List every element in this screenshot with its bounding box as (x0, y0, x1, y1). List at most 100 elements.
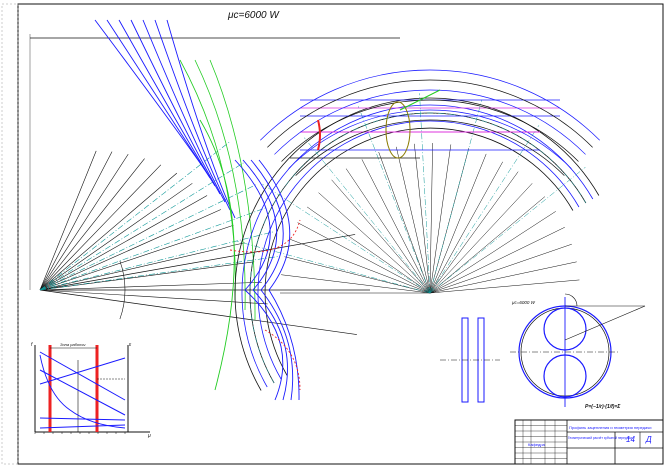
pinion-profile (258, 159, 300, 401)
wheel-circle (234, 97, 600, 391)
detail-arc (260, 69, 600, 141)
fan-ray (39, 234, 356, 291)
fan-ray (39, 195, 208, 291)
centre-ray (39, 142, 230, 291)
title-block-subtitle: Геометрический расчёт зубчатой передачи (568, 436, 632, 440)
tooth-profile-curve (130, 19, 221, 195)
wheel-ray (396, 146, 431, 294)
tooth-profile-curve (154, 19, 231, 211)
inset-title: μc=6000 W (512, 300, 535, 305)
centre-line (429, 99, 483, 294)
centre-line (429, 125, 540, 294)
wheel-ray (331, 179, 431, 294)
pinion-profile (250, 159, 294, 401)
wheel-ray (429, 196, 546, 294)
tooth-profile-curve (106, 19, 211, 179)
wheel-ray (361, 159, 431, 294)
fan-ray (39, 151, 113, 291)
pinion-profile (234, 159, 284, 401)
wheel-circle-blue (241, 104, 594, 388)
wheel-ray (297, 222, 431, 294)
wheel-ray (429, 279, 580, 294)
detail-arc (295, 119, 565, 176)
tooth-profile-curve (142, 19, 226, 203)
fan-ray (39, 242, 245, 291)
centre-ray (39, 184, 256, 291)
angle-arc (119, 260, 126, 320)
graph-curve (39, 424, 126, 429)
wheel-circle (249, 112, 587, 384)
tooth-profile-curve (94, 19, 206, 171)
wheel-ray (378, 151, 431, 294)
red-dashed-curve (264, 329, 301, 391)
fan-ray (39, 289, 357, 335)
pinion-profile (242, 159, 288, 401)
detail-arc (267, 79, 593, 148)
wheel-ray (284, 256, 431, 294)
fan-ray (39, 261, 255, 291)
graph-curve (39, 351, 126, 401)
inset-line (564, 305, 646, 341)
sheet-number: 14 (626, 435, 635, 444)
formula: P=(−1/r)·(1/f)=Σ (585, 404, 621, 410)
wheel-ray (429, 161, 503, 294)
graph-x-axis-label: μ (148, 433, 151, 439)
fan-ray (39, 183, 193, 291)
fan-ray (39, 224, 234, 291)
wheel-ray (429, 144, 452, 294)
wheel-ray (429, 183, 533, 294)
contact-zone (385, 101, 411, 159)
tooth-profile-curve (118, 19, 216, 187)
graph-left-axis-label: f (31, 342, 33, 348)
centre-ray (39, 162, 244, 291)
centre-ray (39, 207, 266, 291)
detail-arc (288, 109, 572, 169)
wheel-ray (429, 243, 572, 294)
fan-ray (39, 150, 97, 291)
graph-curve (39, 357, 126, 385)
wheel-ray (429, 153, 487, 294)
red-marker (317, 119, 321, 151)
wheel-ray (281, 274, 431, 294)
wheel-ray (429, 143, 433, 294)
title-block-org: Кафедра (528, 442, 545, 447)
pitch-circle (249, 112, 587, 384)
centre-line (262, 183, 431, 294)
title-block-header: Профиль зацепления и геометрия передачи (569, 425, 652, 430)
fan-ray (39, 158, 145, 291)
sheet-letter: Д (646, 435, 652, 444)
graph-curve (39, 417, 126, 421)
detail-arc (281, 99, 579, 162)
red-dashed-curve (229, 219, 301, 253)
wheel-ray (345, 168, 431, 294)
graph-curve (39, 354, 126, 429)
inset-arc (564, 293, 578, 307)
wheel-ray (429, 171, 519, 294)
centre-ray (39, 256, 278, 291)
wheel-ray (429, 227, 565, 294)
wheel-ray (414, 143, 431, 294)
fan-ray (39, 209, 222, 291)
green-line (399, 89, 441, 111)
binding-margin (1, 3, 19, 465)
wheel-ray (318, 192, 431, 294)
drawing-title: μc=6000 W (228, 10, 279, 21)
green-curve (199, 119, 235, 391)
graph-curve (39, 369, 126, 416)
centre-line (419, 93, 431, 294)
wheel-circle-blue (257, 120, 580, 380)
green-profile-curve (209, 59, 256, 321)
centre-line (358, 106, 431, 294)
wheel-ray (306, 206, 431, 294)
wheel-ray (429, 211, 556, 294)
wheel-ray (289, 239, 431, 294)
graph-top-label: Зона работы (60, 342, 86, 347)
detail-arc (274, 89, 586, 155)
wheel-ray (429, 261, 577, 294)
fan-ray (39, 289, 268, 305)
tooth-profile-curve (166, 19, 236, 219)
fan-ray (39, 172, 178, 291)
centre-line (236, 240, 431, 294)
